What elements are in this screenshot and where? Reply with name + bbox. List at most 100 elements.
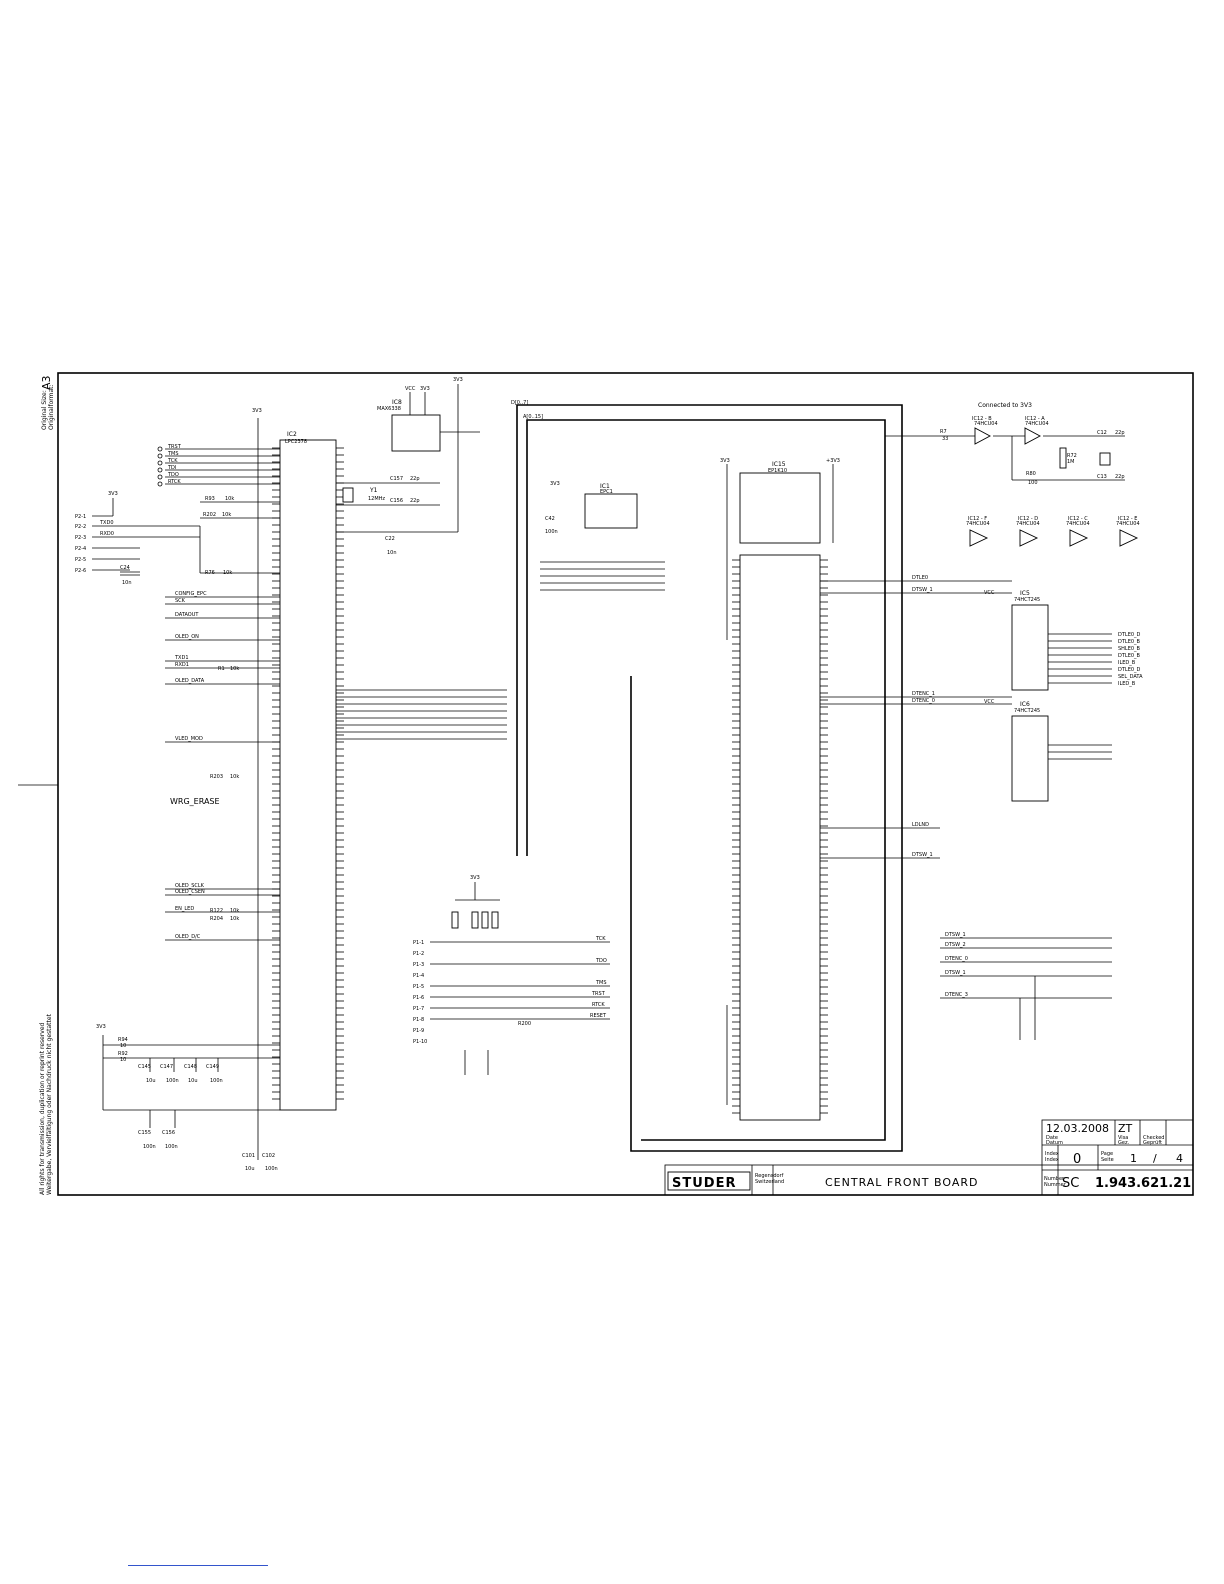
svg-text:Y1: Y1 <box>369 487 378 494</box>
page-label: Page <box>1101 1151 1113 1157</box>
svg-text:TCK: TCK <box>167 458 178 464</box>
svg-text:C12: C12 <box>1097 430 1107 436</box>
svg-text:DTSW_1: DTSW_1 <box>945 970 966 976</box>
svg-text:VLED_MOD: VLED_MOD <box>175 736 203 742</box>
svg-text:R72: R72 <box>1067 453 1077 459</box>
date-label-de: Datum <box>1046 1140 1063 1146</box>
svg-text:P2-5: P2-5 <box>75 557 86 563</box>
svg-text:DTENC_1: DTENC_1 <box>912 691 935 697</box>
index-value: 0 <box>1073 1152 1081 1167</box>
svg-text:MAX6338: MAX6338 <box>377 406 401 412</box>
svg-text:P1-1: P1-1 <box>413 940 424 946</box>
svg-text:R76: R76 <box>205 570 215 576</box>
svg-text:R80: R80 <box>1026 471 1036 477</box>
svg-text:100n: 100n <box>143 1144 156 1150</box>
svg-text:74HCT245: 74HCT245 <box>1014 708 1040 714</box>
svg-text:DTLE0_D: DTLE0_D <box>1118 632 1141 638</box>
svg-text:74HCU04: 74HCU04 <box>974 421 998 427</box>
svg-text:3V3: 3V3 <box>470 875 480 881</box>
svg-text:10n: 10n <box>122 580 132 586</box>
page-value: 1 <box>1130 1152 1137 1165</box>
jtag-nets: TRST TMS TCK TDI TDO RTCK <box>157 444 280 487</box>
footer-link-underline <box>128 1565 268 1566</box>
original-size-label-de: Originalformat: <box>48 384 55 430</box>
svg-text:TRST: TRST <box>591 991 606 997</box>
svg-text:74HCT245: 74HCT245 <box>1014 597 1040 603</box>
svg-text:P1-3: P1-3 <box>413 962 424 968</box>
svg-text:EP1K10: EP1K10 <box>768 468 787 474</box>
title-block <box>664 1119 1194 1196</box>
svg-text:R92: R92 <box>118 1051 128 1057</box>
svg-text:10k: 10k <box>230 908 239 914</box>
svg-text:100n: 100n <box>210 1078 223 1084</box>
svg-text:10k: 10k <box>230 916 239 922</box>
svg-text:10: 10 <box>120 1057 126 1063</box>
svg-text:P2-1: P2-1 <box>75 514 86 520</box>
svg-text:OLED_SCLK: OLED_SCLK <box>175 883 205 889</box>
svg-text:TMS: TMS <box>595 980 607 986</box>
svg-text:DTLE0_B: DTLE0_B <box>1118 639 1141 645</box>
svg-text:EPC1: EPC1 <box>600 489 613 495</box>
svg-text:R203: R203 <box>210 774 223 780</box>
svg-text:ILED_B: ILED_B <box>1118 660 1136 666</box>
svg-text:DTSW_1: DTSW_1 <box>912 852 933 858</box>
svg-text:OLED_CSEN: OLED_CSEN <box>175 889 205 895</box>
svg-text:RXD0: RXD0 <box>100 531 114 537</box>
svg-text:DTLE0_B: DTLE0_B <box>1118 653 1141 659</box>
svg-text:TDO: TDO <box>167 472 179 478</box>
svg-text:R1: R1 <box>218 666 225 672</box>
svg-text:TDO: TDO <box>595 958 607 964</box>
svg-text:TRST: TRST <box>167 444 182 450</box>
svg-text:3V3: 3V3 <box>453 377 463 383</box>
svg-text:P1-8: P1-8 <box>413 1017 424 1023</box>
ic2-mcu: IC2 LPC2378 3V3 <box>252 408 337 1111</box>
svg-text:IC12 - C: IC12 - C <box>1068 516 1088 522</box>
svg-text:C156: C156 <box>162 1130 175 1136</box>
svg-text:SHLE0_B: SHLE0_B <box>1118 646 1141 652</box>
number-label: Number <box>1044 1176 1065 1182</box>
page-total: 4 <box>1176 1152 1183 1165</box>
svg-text:IC6: IC6 <box>1020 701 1030 708</box>
svg-text:R122: R122 <box>210 908 223 914</box>
svg-text:P1-2: P1-2 <box>413 951 424 957</box>
svg-text:C101: C101 <box>242 1153 255 1159</box>
ic2-left-pins <box>272 447 280 1100</box>
svg-text:22p: 22p <box>1115 474 1125 480</box>
svg-text:D[0..7]: D[0..7] <box>511 400 528 406</box>
svg-text:IC5: IC5 <box>1020 590 1030 597</box>
svg-text:100n: 100n <box>545 529 558 535</box>
svg-text:IC15: IC15 <box>772 461 786 468</box>
svg-text:VCC: VCC <box>984 699 995 705</box>
svg-text:P1-7: P1-7 <box>413 1006 424 1012</box>
svg-text:IC12 - E: IC12 - E <box>1118 516 1137 522</box>
company-logo-box <box>667 1171 751 1191</box>
svg-text:OLED_ON: OLED_ON <box>175 634 199 640</box>
svg-text:12MHz: 12MHz <box>368 496 385 502</box>
index-label: Index <box>1045 1151 1059 1157</box>
svg-text:DTSW_1: DTSW_1 <box>912 587 933 593</box>
original-size-value: A3 <box>40 375 53 390</box>
ic15-fpga: IC15 EP1K10 3V3 +3V3 <box>720 458 840 1121</box>
svg-text:10k: 10k <box>230 774 239 780</box>
data-bus: D[0..7] A[0..15] <box>336 400 903 1152</box>
svg-text:100n: 100n <box>265 1166 278 1172</box>
svg-text:+3V3: +3V3 <box>826 458 840 464</box>
checked-label: Checked <box>1143 1135 1164 1141</box>
svg-text:TDI: TDI <box>167 465 176 471</box>
connector-p1: P1-1 P1-2 P1-3 P1-4 P1-5 P1-6 P1-7 P1-8 … <box>413 875 610 1075</box>
svg-text:DTLE0: DTLE0 <box>912 575 928 581</box>
svg-text:P2-6: P2-6 <box>75 568 86 574</box>
svg-text:C156: C156 <box>390 498 403 504</box>
svg-text:VCC: VCC <box>405 386 416 392</box>
board-title: CENTRAL FRONT BOARD <box>825 1176 978 1189</box>
svg-text:3V3: 3V3 <box>96 1024 106 1030</box>
svg-text:10u: 10u <box>245 1166 255 1172</box>
fpga-pin-stubs <box>732 559 828 1114</box>
svg-text:100n: 100n <box>166 1078 179 1084</box>
svg-text:100n: 100n <box>165 1144 178 1150</box>
svg-text:DTLE0_D: DTLE0_D <box>1118 667 1141 673</box>
svg-text:RXD1: RXD1 <box>175 662 189 668</box>
